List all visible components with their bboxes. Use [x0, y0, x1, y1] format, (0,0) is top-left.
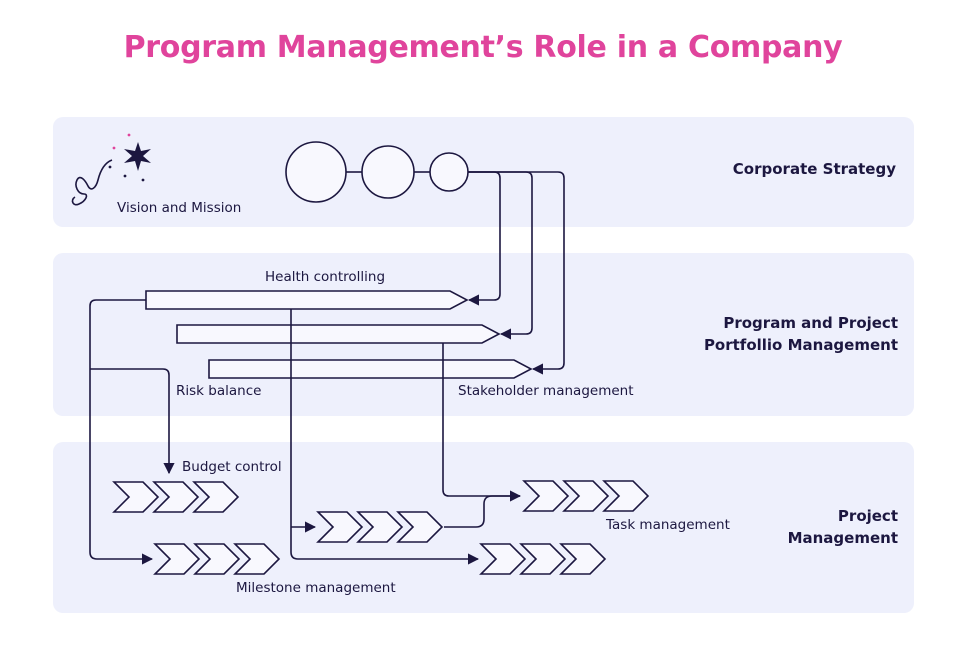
strategy-circles: [285, 141, 469, 203]
health-controlling-label: Health controlling: [265, 269, 386, 285]
band-project-management: [53, 442, 914, 613]
chevrons-budget: [112, 481, 240, 513]
risk-balance-arrow: [176, 324, 501, 344]
project-management-heading: Project Management: [640, 505, 898, 549]
task-management-label: Task management: [606, 517, 730, 533]
strategy-connectors: [467, 171, 565, 375]
program-portfolio-heading-line2: Portfollio Management: [703, 336, 898, 354]
milestone-management-label: Milestone management: [236, 580, 396, 596]
strategy-circle-small: [429, 152, 469, 192]
program-portfolio-heading: Program and Project Portfollio Managemen…: [640, 312, 898, 356]
chevrons-middle: [316, 511, 444, 543]
stakeholder-arrow: [208, 359, 533, 379]
stakeholder-management-label: Stakeholder management: [458, 383, 634, 399]
budget-control-label: Budget control: [182, 459, 282, 475]
portfolio-arrows: [145, 290, 533, 379]
corporate-strategy-heading: Corporate Strategy: [732, 160, 896, 178]
chevrons-task: [522, 480, 650, 512]
project-connectors: [89, 299, 522, 565]
diagram-title: Program Management’s Role in a Company: [123, 30, 843, 65]
chevrons-milestone: [153, 543, 281, 575]
health-controlling-arrow: [145, 290, 469, 310]
project-management-heading-line1: Project: [837, 507, 898, 525]
chevrons-final: [479, 543, 607, 575]
project-management-heading-line2: Management: [787, 529, 898, 547]
strategy-circle-medium: [361, 145, 415, 199]
vision-mission-label: Vision and Mission: [117, 200, 242, 216]
program-portfolio-heading-line1: Program and Project: [723, 314, 898, 332]
strategy-circle-large: [285, 141, 347, 203]
risk-balance-label: Risk balance: [176, 383, 262, 399]
vision-mission-icon: [71, 133, 151, 206]
